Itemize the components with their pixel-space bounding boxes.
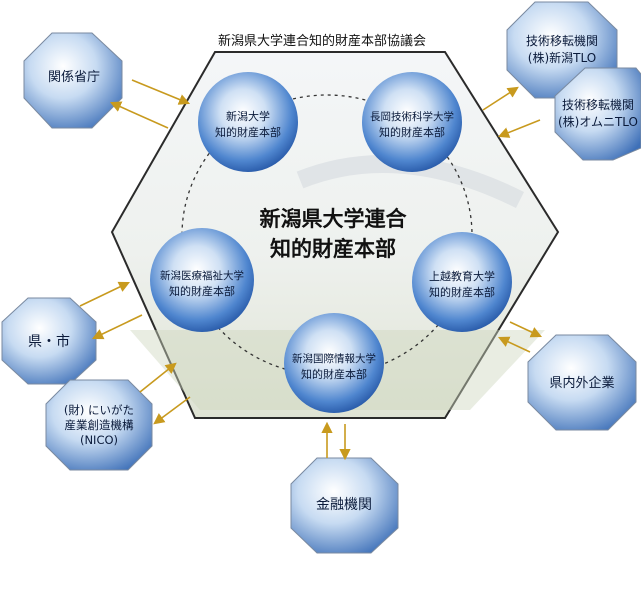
university-label-line2: 知的財産本部: [429, 285, 495, 299]
university-niigata-univ: 新潟大学 知的財産本部: [198, 72, 298, 172]
university-label-line1: 新潟大学: [226, 109, 270, 123]
partner-label: 県・市: [28, 333, 70, 350]
university-nagaoka-tech: 長岡技術科学大学 知的財産本部: [362, 72, 462, 172]
arrow: [483, 88, 517, 110]
council-title: 新潟県大学連合知的財産本部協議会: [218, 33, 426, 49]
arrow: [140, 364, 175, 392]
university-label-line1: 上越教育大学: [429, 269, 495, 283]
partner-label: 県内外企業: [549, 375, 614, 391]
university-kokusai-joho: 新潟国際情報大学 知的財産本部: [284, 313, 384, 413]
university-label-line1: 新潟医療福祉大学: [160, 269, 244, 282]
partner-label-line1: 技術移転機関: [562, 97, 634, 112]
arrow: [112, 103, 168, 128]
partner-kankei-shocho: 関係省庁: [24, 33, 122, 128]
partner-label-line1: (財) にいがた: [64, 403, 134, 417]
university-label-line2: 知的財産本部: [169, 284, 235, 298]
partner-label-line2: (株)新潟TLO: [528, 50, 596, 65]
partner-label: 金融機関: [316, 497, 372, 513]
university-label-line2: 知的財産本部: [379, 125, 445, 139]
partner-label-line1: 技術移転機関: [526, 33, 598, 48]
partner-kennai-kigyo: 県内外企業: [528, 335, 636, 430]
university-iryo-fukushi: 新潟医療福祉大学 知的財産本部: [150, 228, 254, 332]
arrow: [132, 80, 188, 103]
university-label-line2: 知的財産本部: [215, 125, 281, 139]
partner-label-line2: 産業創造機構: [65, 418, 134, 432]
partner-kinyu: 金融機関: [291, 458, 398, 553]
partner-nico: (財) にいがた 産業創造機構 (NICO): [46, 380, 152, 470]
university-label-line1: 新潟国際情報大学: [292, 352, 376, 365]
university-label-line2: 知的財産本部: [301, 367, 367, 381]
arrow: [80, 283, 128, 306]
university-joetsu-edu: 上越教育大学 知的財産本部: [412, 232, 512, 332]
university-label-line1: 長岡技術科学大学: [370, 110, 454, 123]
partner-label: 関係省庁: [48, 70, 100, 85]
partner-label-line3: (NICO): [80, 433, 118, 447]
center-title-line1: 新潟県大学連合: [260, 207, 408, 231]
arrow: [155, 397, 190, 423]
partner-label-line2: (株)オムニTLO: [558, 114, 638, 129]
center-title-line2: 知的財産本部: [270, 237, 396, 261]
arrow: [500, 120, 540, 136]
partner-ken-shi: 県・市: [2, 298, 96, 384]
